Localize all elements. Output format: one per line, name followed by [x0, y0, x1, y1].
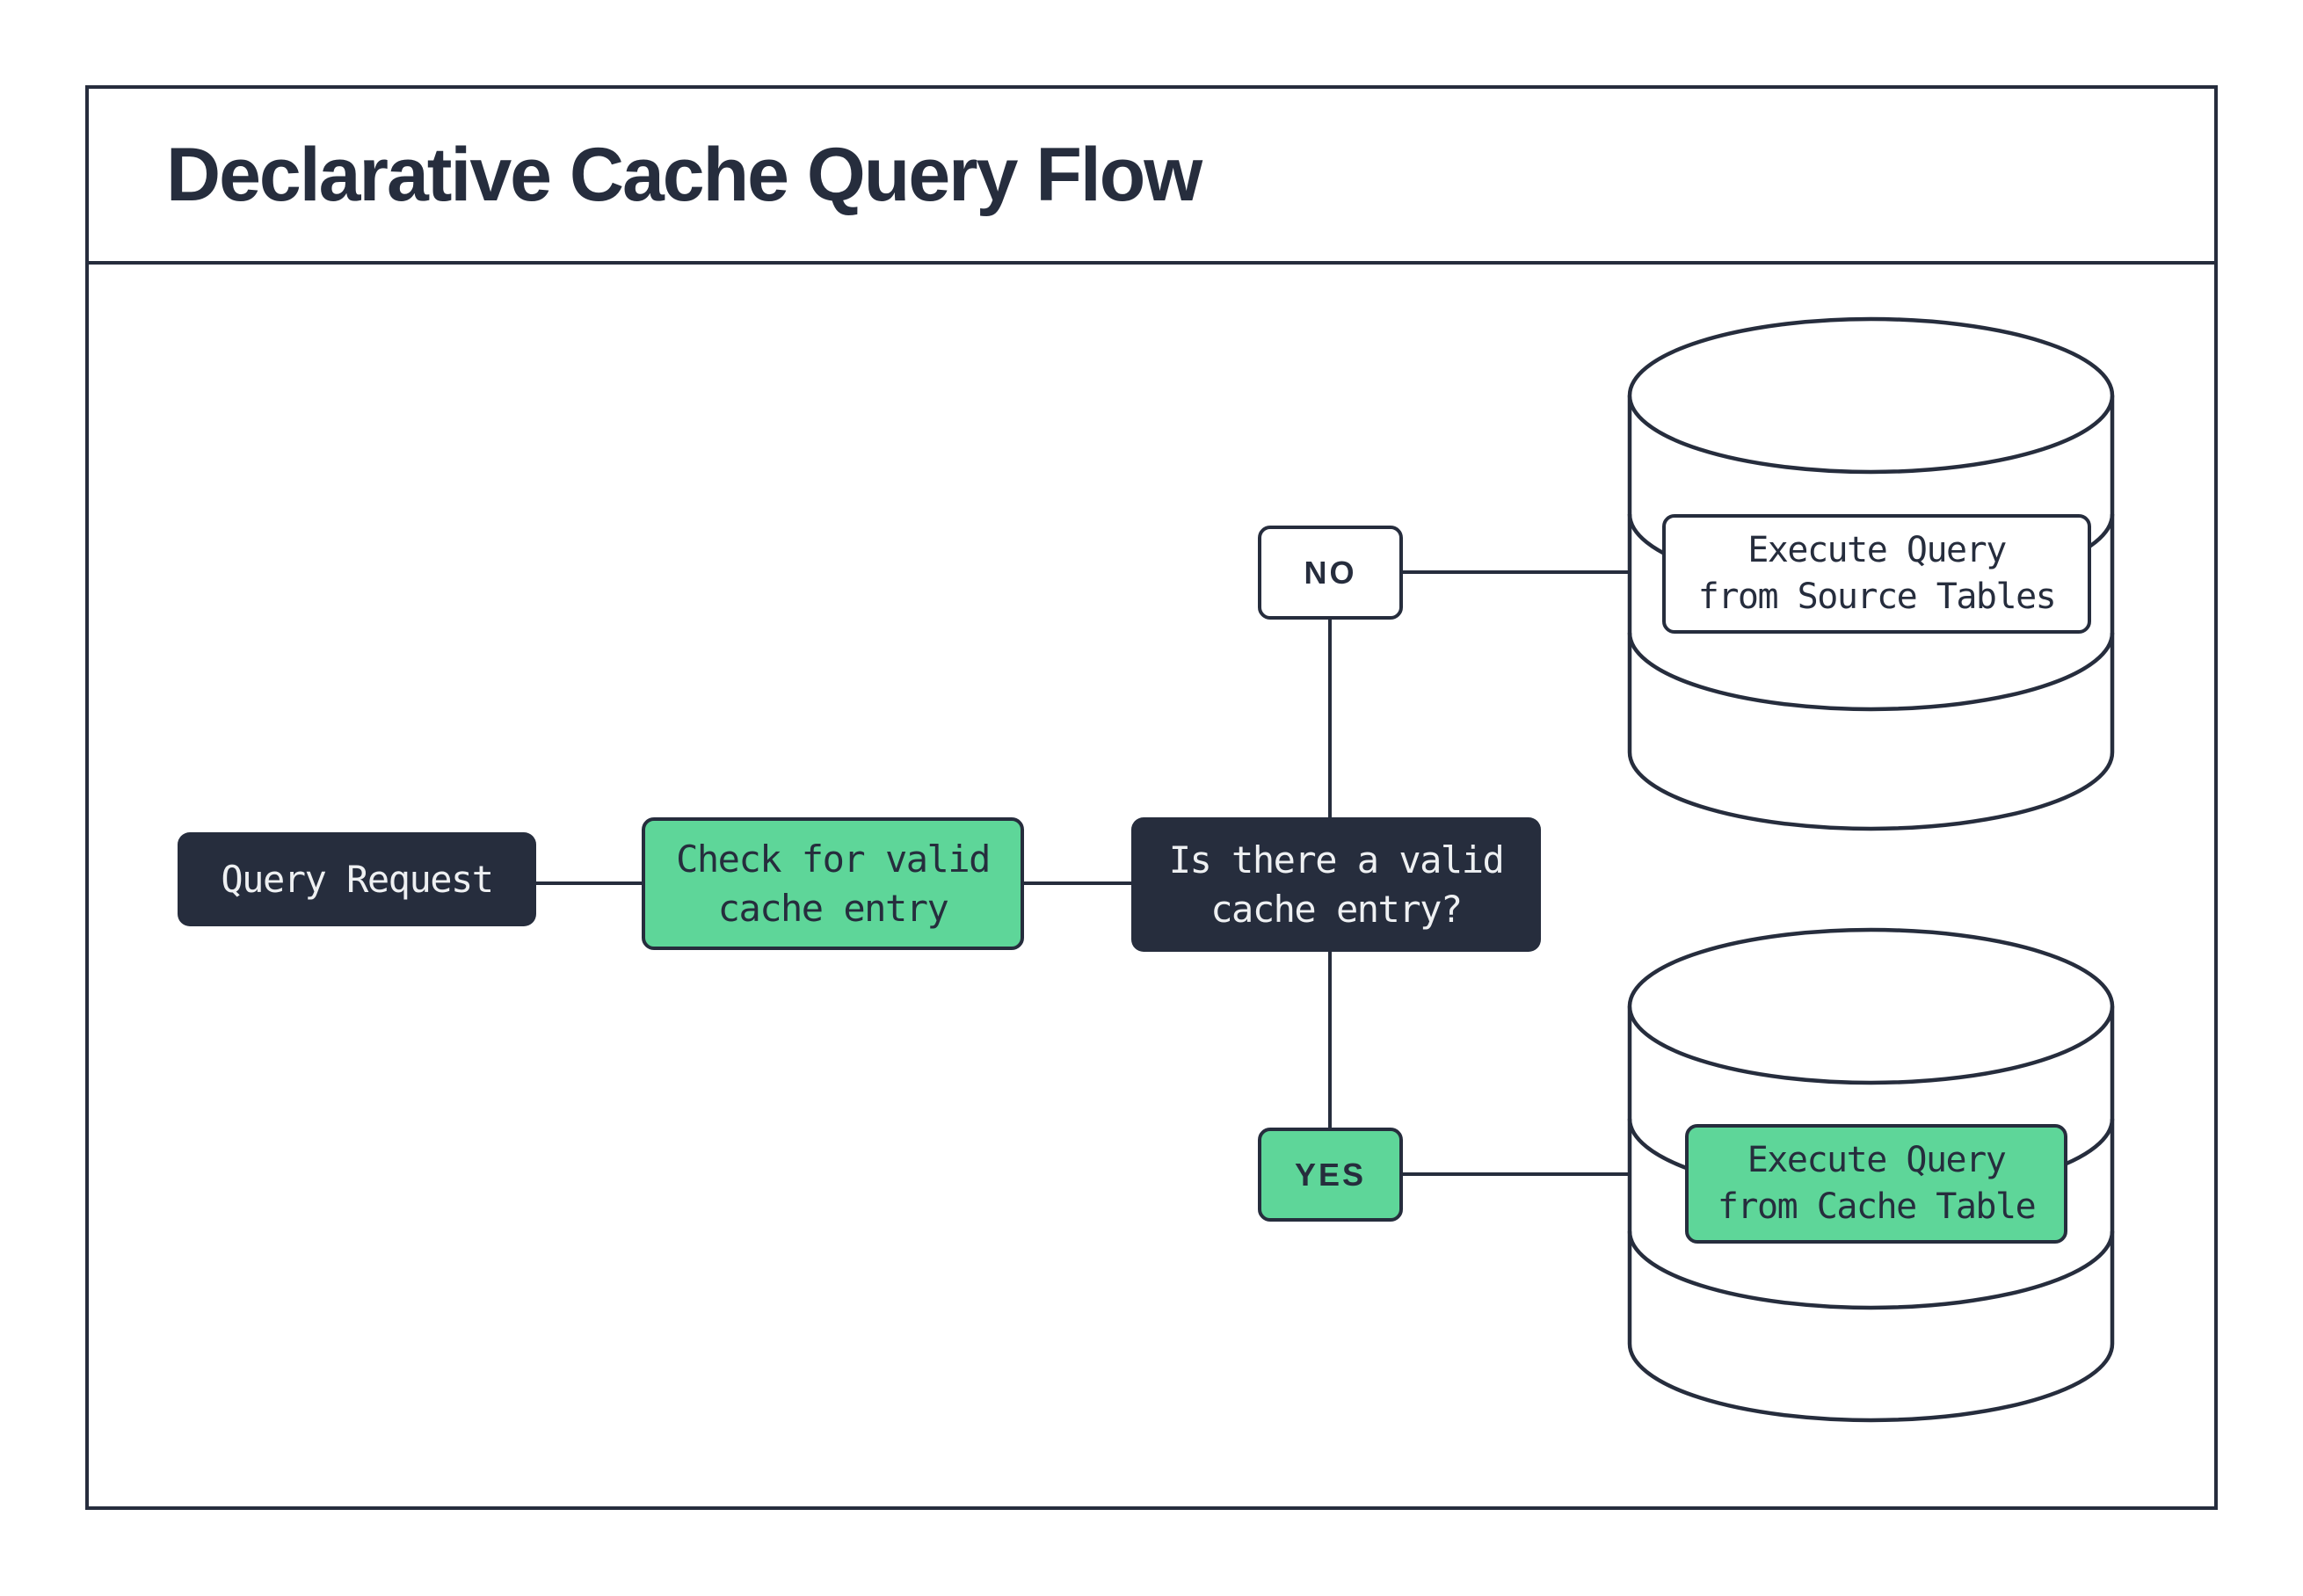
check-cache-node: Check for valid cache entry — [642, 817, 1024, 950]
query-request-node: Query Request — [178, 832, 536, 926]
yes-branch-node: YES — [1258, 1128, 1403, 1222]
query-request-label: Query Request — [221, 857, 494, 901]
title-bar: Declarative Cache Query Flow — [89, 89, 2214, 265]
cache-decision-node: Is there a valid cache entry? — [1131, 817, 1541, 952]
execute-cache-query-label: Execute Query from Cache Table — [1717, 1140, 2037, 1227]
execute-source-query-node: Execute Query from Source Tables — [1662, 514, 2091, 634]
no-branch-label: NO — [1304, 554, 1357, 591]
execute-source-query-label: Execute Query from Source Tables — [1697, 530, 2057, 617]
check-cache-label: Check for valid cache entry — [676, 838, 991, 930]
cache-decision-label: Is there a valid cache entry? — [1168, 838, 1505, 931]
page-title: Declarative Cache Query Flow — [166, 132, 1202, 217]
execute-cache-query-node: Execute Query from Cache Table — [1685, 1124, 2067, 1244]
yes-branch-label: YES — [1294, 1156, 1367, 1193]
no-branch-node: NO — [1258, 526, 1403, 620]
cache-database-cylinder-icon — [1627, 927, 2115, 1423]
